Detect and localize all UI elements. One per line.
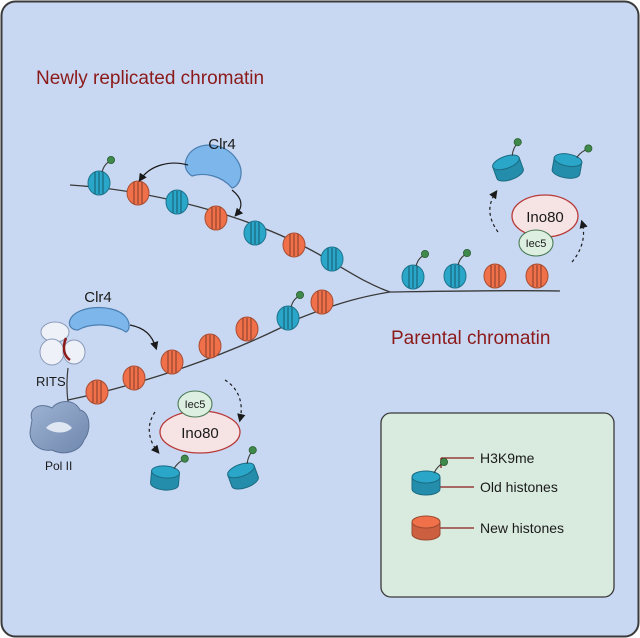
iec5-top-label: Iec5 (526, 238, 547, 250)
pol-ii: Pol II (29, 401, 90, 473)
upper-nucleosome-6 (282, 232, 306, 258)
upper-nucleosome-3 (165, 189, 189, 215)
parental-nucleosome-1 (401, 249, 429, 290)
clr4-top-arrow-right (231, 189, 244, 217)
legend-h3k9me-label: H3K9me (480, 450, 535, 466)
h3k9me-mark (513, 138, 522, 147)
parental-nucleosome-2 (443, 248, 471, 289)
lower-nucleosome-6 (276, 290, 304, 331)
legend-new-histone-symbol (411, 515, 441, 541)
lower-daughter-strand (67, 291, 391, 401)
ino80-bottom-complex: Ino80 Iec5 (159, 390, 241, 454)
nucleosome-layer (85, 138, 593, 491)
lower-nucleosome-7 (310, 289, 334, 315)
rits-rna (62, 337, 71, 362)
upper-nucleosome-1 (87, 155, 116, 196)
parental-nucleosome-4 (525, 263, 549, 289)
lower-nucleosome-1 (85, 379, 109, 405)
parental-nucleosome-3 (483, 263, 507, 289)
clr4-bottom: Clr4 (68, 289, 130, 333)
h3k9me-mark (107, 155, 116, 164)
h3k9me-mark (248, 446, 257, 455)
clr4-top: Clr4 (184, 136, 242, 189)
h3k9me-mark (180, 454, 189, 463)
parental-chromatin-title: Parental chromatin (391, 328, 550, 349)
clr4-bottom-arrow (129, 324, 159, 351)
h3k9me-mark (439, 457, 448, 466)
upper-nucleosome-4 (204, 205, 228, 231)
released-old-histone-top-2 (551, 144, 593, 179)
h3k9me-mark (462, 248, 471, 257)
lower-nucleosome-3 (160, 349, 184, 375)
ino80-top-complex: Ino80 Iec5 (511, 194, 579, 257)
legend-old-histone-symbol (411, 457, 448, 496)
legend-symbols (411, 457, 448, 541)
clr4-top-label: Clr4 (208, 136, 236, 153)
upper-nucleosome-7 (320, 246, 344, 272)
pol-ii-label: Pol II (45, 459, 72, 473)
released-old-histone-top-1 (492, 138, 524, 182)
ino80-bottom-label: Ino80 (181, 425, 219, 442)
legend-old-label: Old histones (480, 479, 558, 495)
clr4-top-arrow-left (138, 162, 189, 182)
ino80-top-label: Ino80 (526, 209, 564, 226)
released-old-histone-bottom-1 (150, 454, 189, 491)
h3k9me-mark (584, 144, 593, 153)
clr4-bottom-label: Clr4 (84, 289, 112, 306)
legend-new-label: New histones (480, 520, 564, 536)
lower-nucleosome-4 (198, 333, 222, 359)
h3k9me-mark (295, 290, 304, 299)
rits-label: RITS (36, 374, 66, 389)
released-old-histone-bottom-2 (227, 446, 259, 490)
upper-nucleosome-2 (126, 180, 150, 206)
parental-strand (389, 289, 561, 293)
lower-nucleosome-5 (235, 316, 259, 342)
iec5-bottom-label: Iec5 (185, 399, 206, 411)
h3k9me-mark (420, 249, 429, 258)
newly-replicated-title: Newly replicated chromatin (36, 68, 264, 89)
lower-nucleosome-2 (122, 365, 146, 391)
legend-box: H3K9me Old histones New histones (380, 412, 615, 598)
rits-complex: RITS (36, 321, 86, 389)
upper-nucleosome-5 (243, 220, 267, 246)
